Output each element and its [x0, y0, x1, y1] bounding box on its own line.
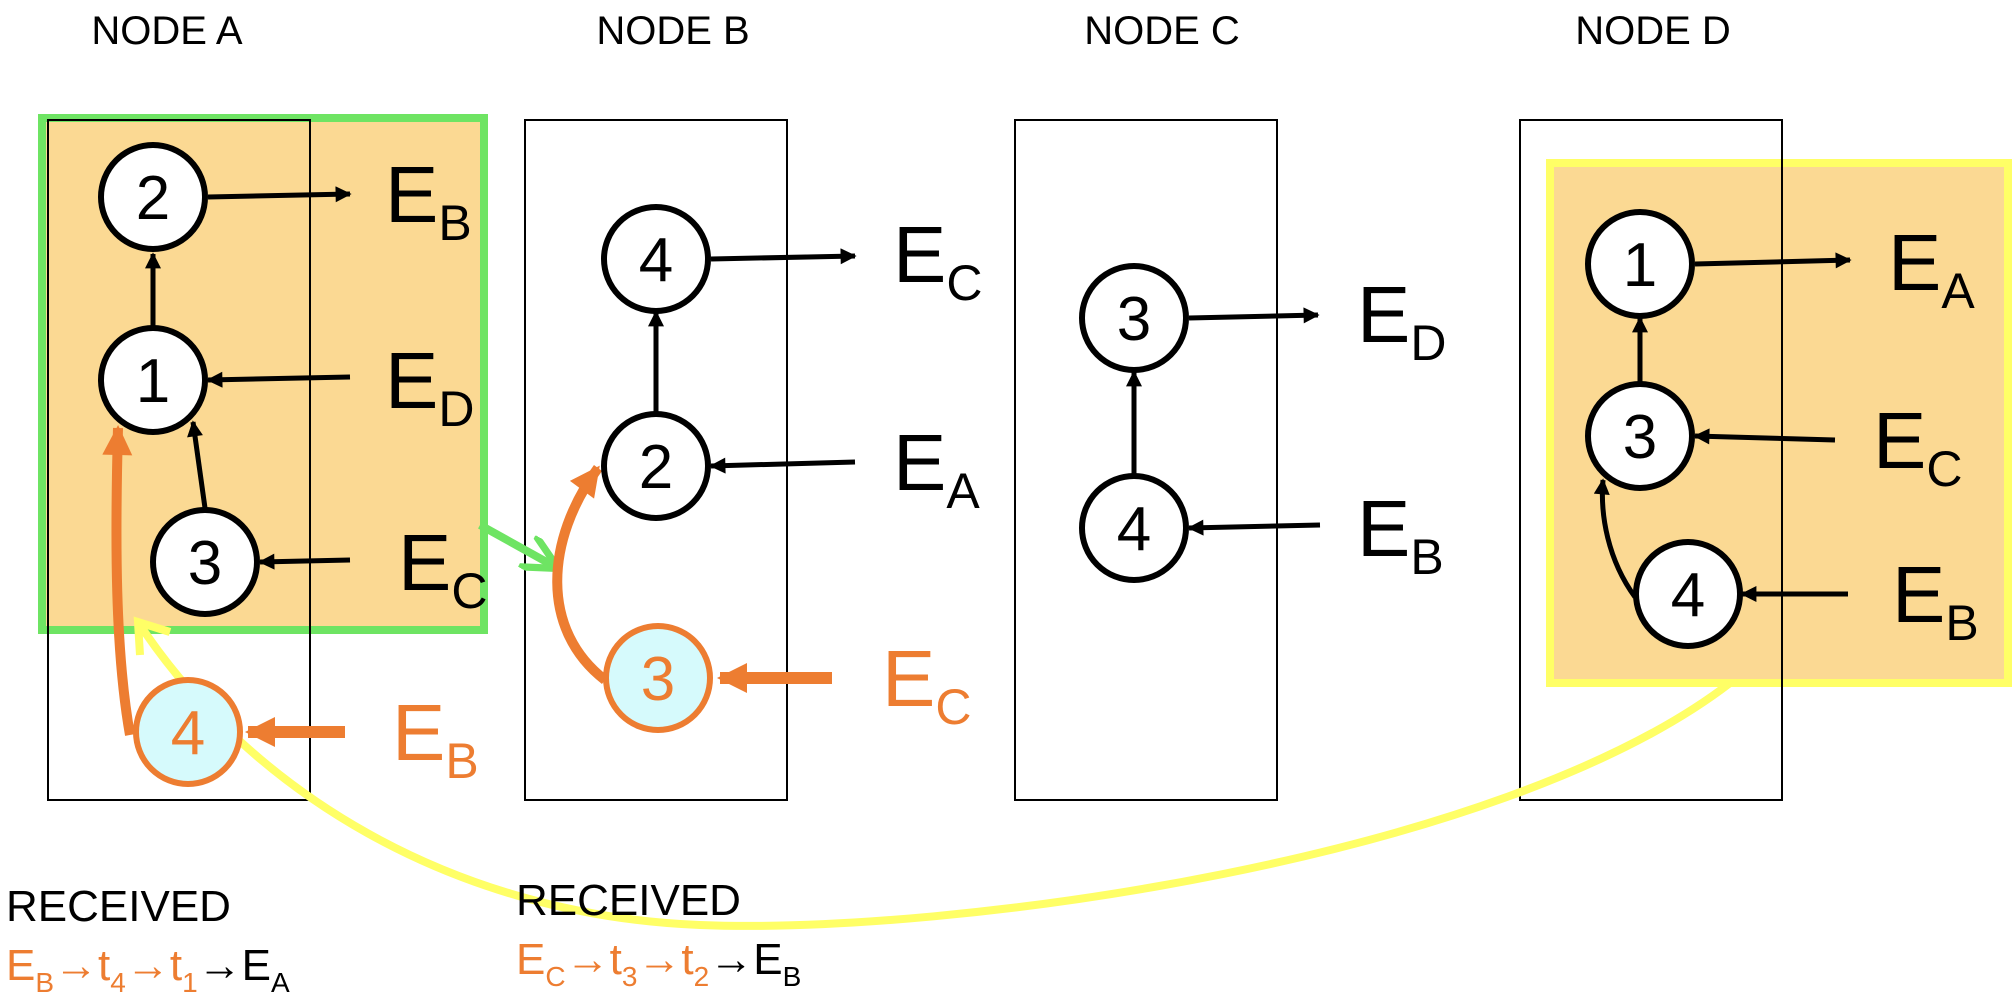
- edge-d-1-to-EA: [1694, 252, 1852, 269]
- node-a-received-label-EB: EB: [392, 688, 479, 789]
- node-b-label-EC: EC: [893, 210, 982, 311]
- edge-b-4-to-EC: [710, 248, 857, 265]
- node-a-box: [47, 119, 311, 801]
- node-c-label-EB: EB: [1357, 484, 1444, 585]
- edge-b-received-3-to-2: [552, 465, 609, 684]
- node-d-circle-3-label: 3: [1623, 403, 1657, 472]
- node-b-received-circle-3: [603, 623, 713, 733]
- node-a-received-circle-4-label: 4: [171, 699, 205, 768]
- edge-b-EA-to-2: [709, 457, 856, 474]
- node-b-box: [524, 119, 788, 801]
- edge-d-4-to-3: [1593, 478, 1638, 599]
- node-b-circle-4-label: 4: [639, 226, 673, 295]
- node-d-box: [1519, 119, 1783, 801]
- node-a-label-EC: EC: [398, 518, 487, 619]
- node-c-circle-4: [1079, 473, 1189, 583]
- node-b-title: NODE B: [596, 9, 749, 53]
- edge-a-received-4-to-1: [102, 425, 135, 736]
- node-d-circle-4-label: 4: [1671, 561, 1705, 630]
- edge-c-3-to-ED: [1188, 307, 1320, 324]
- node-d-title: NODE D: [1575, 9, 1731, 53]
- node-b-received-circle-3-label: 3: [641, 645, 675, 714]
- edge-c-EB-to-4: [1187, 519, 1321, 536]
- edge-a-2-to-EB: [207, 186, 352, 203]
- green-transfer-arrow: [478, 521, 552, 565]
- node-a-circle-3: [150, 507, 260, 617]
- edge-a-EC-to-3: [258, 553, 351, 570]
- node-a-label-ED: ED: [385, 336, 474, 437]
- node-c-box: [1014, 119, 1278, 801]
- node-d-circle-1: [1585, 209, 1695, 319]
- node-a-circle-2-label: 2: [136, 164, 170, 233]
- node-d-label-EA: EA: [1888, 218, 1975, 319]
- node-a-circle-3-label: 3: [188, 529, 222, 598]
- node-c-circle-4-label: 4: [1117, 495, 1151, 564]
- node-c-circle-3-label: 3: [1117, 285, 1151, 354]
- node-c-circle-3: [1079, 263, 1189, 373]
- node-a-label-EB: EB: [385, 150, 472, 251]
- node-c-label-ED: ED: [1357, 270, 1446, 371]
- node-d-circle-3: [1585, 381, 1695, 491]
- node-d-label-EB: EB: [1892, 550, 1979, 651]
- node-c-title: NODE C: [1084, 9, 1240, 53]
- edge-a-3-to-1: [187, 420, 208, 509]
- node-b-label-EA: EA: [893, 418, 980, 519]
- received-b-path: EC→t3→t2→EB: [516, 935, 801, 992]
- received-b-heading: RECEIVED: [516, 876, 741, 925]
- received-a-path: EB→t4→t1→EA: [6, 941, 290, 998]
- node-b-received-label-EC: EC: [882, 634, 971, 735]
- node-b-circle-2: [601, 411, 711, 521]
- node-d-circle-1-label: 1: [1623, 231, 1657, 300]
- node-b-circle-4: [601, 204, 711, 314]
- node-a-circle-2: [98, 142, 208, 252]
- yellow-transfer-arrowhead: [133, 616, 172, 656]
- node-a-circle-1: [98, 325, 208, 435]
- node-a-title: NODE A: [91, 9, 242, 53]
- edge-a-ED-to-1: [206, 371, 351, 388]
- edge-d-EC-to-3: [1693, 428, 1836, 445]
- received-a-heading: RECEIVED: [6, 882, 231, 931]
- node-a-circle-1-label: 1: [136, 347, 170, 416]
- node-d-label-EC: EC: [1873, 396, 1962, 497]
- yellow-transfer-curve: [136, 622, 1733, 930]
- node-b-circle-2-label: 2: [639, 433, 673, 502]
- node-d-circle-4: [1633, 539, 1743, 649]
- node-a-received-circle-4: [133, 677, 243, 787]
